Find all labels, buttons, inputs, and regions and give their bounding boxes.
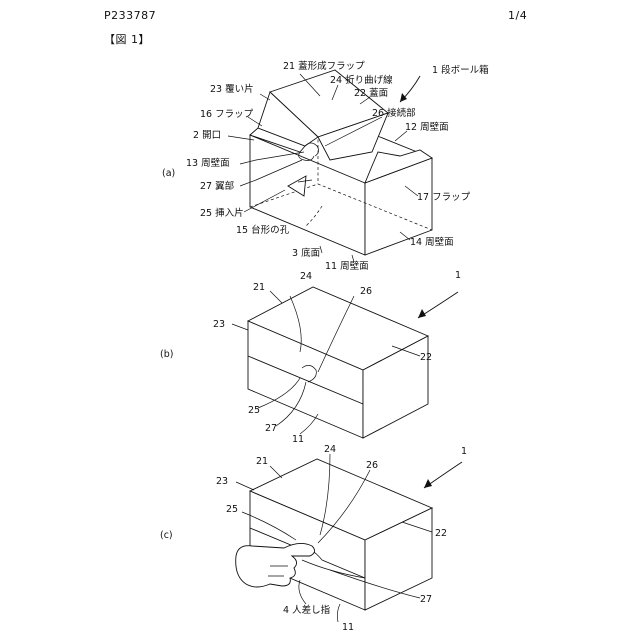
label-12: 12 周壁面 xyxy=(405,121,449,133)
panel-b-label: (b) xyxy=(160,349,173,360)
label-21-b: 21 xyxy=(253,282,265,293)
leader-21-c xyxy=(270,466,282,478)
label-13: 13 周壁面 xyxy=(186,157,230,169)
label-22-c: 22 xyxy=(435,528,447,539)
label-21: 21 蓋形成フラップ xyxy=(283,60,365,72)
label-27-b: 27 xyxy=(265,423,277,434)
label-11: 11 周壁面 xyxy=(325,260,369,272)
label-21-c: 21 xyxy=(256,456,268,467)
label-1-b: 1 xyxy=(455,270,461,281)
leader-23-b xyxy=(232,324,248,330)
label-3: 3 底面 xyxy=(292,247,320,259)
label-17: 17 フラップ xyxy=(417,192,471,203)
label-23-b: 23 xyxy=(213,319,225,330)
label-26-b: 26 xyxy=(360,286,372,297)
leader-23-c xyxy=(236,482,254,490)
label-23: 23 覆い片 xyxy=(210,83,254,95)
label-4-c: 4 人差し指 xyxy=(283,604,331,616)
label-1: 1 段ボール箱 xyxy=(432,64,489,76)
label-25: 25 挿入片 xyxy=(200,207,244,219)
label-14: 14 周壁面 xyxy=(410,236,454,248)
label-22: 22 蓋面 xyxy=(354,87,388,99)
leader-3 xyxy=(320,246,322,253)
label-23-c: 23 xyxy=(216,476,228,487)
label-24-b: 24 xyxy=(300,271,312,282)
label-27: 27 翼部 xyxy=(200,180,234,192)
label-22-b: 22 xyxy=(420,352,432,363)
arrow-1-head xyxy=(400,93,407,102)
label-16: 16 フラップ xyxy=(200,109,254,120)
label-25-c: 25 xyxy=(226,504,238,515)
label-26-c: 26 xyxy=(366,460,378,471)
label-2: 2 開口 xyxy=(193,130,221,141)
label-11-b: 11 xyxy=(292,434,304,445)
panel-b: (b) 24 21 1 26 23 22 25 27 11 xyxy=(160,270,461,445)
label-1-c: 1 xyxy=(461,446,467,457)
panel-c-label: (c) xyxy=(160,530,173,541)
label-24: 24 折り曲げ線 xyxy=(330,74,393,86)
leader-11-c xyxy=(337,604,340,622)
panel-a-label: (a) xyxy=(162,168,175,179)
label-26: 26 接続部 xyxy=(372,107,416,119)
label-25-b: 25 xyxy=(248,405,260,416)
label-24-c: 24 xyxy=(324,444,336,455)
label-27-c: 27 xyxy=(420,594,432,605)
leader-21-b xyxy=(270,291,282,303)
label-11-c: 11 xyxy=(342,622,354,633)
label-15: 15 台形の孔 xyxy=(236,224,290,236)
panel-c: (c) 24 21 26 1 23 25 22 27 4 人差し指 11 xyxy=(160,444,467,633)
panel-a: (a) xyxy=(162,60,489,272)
